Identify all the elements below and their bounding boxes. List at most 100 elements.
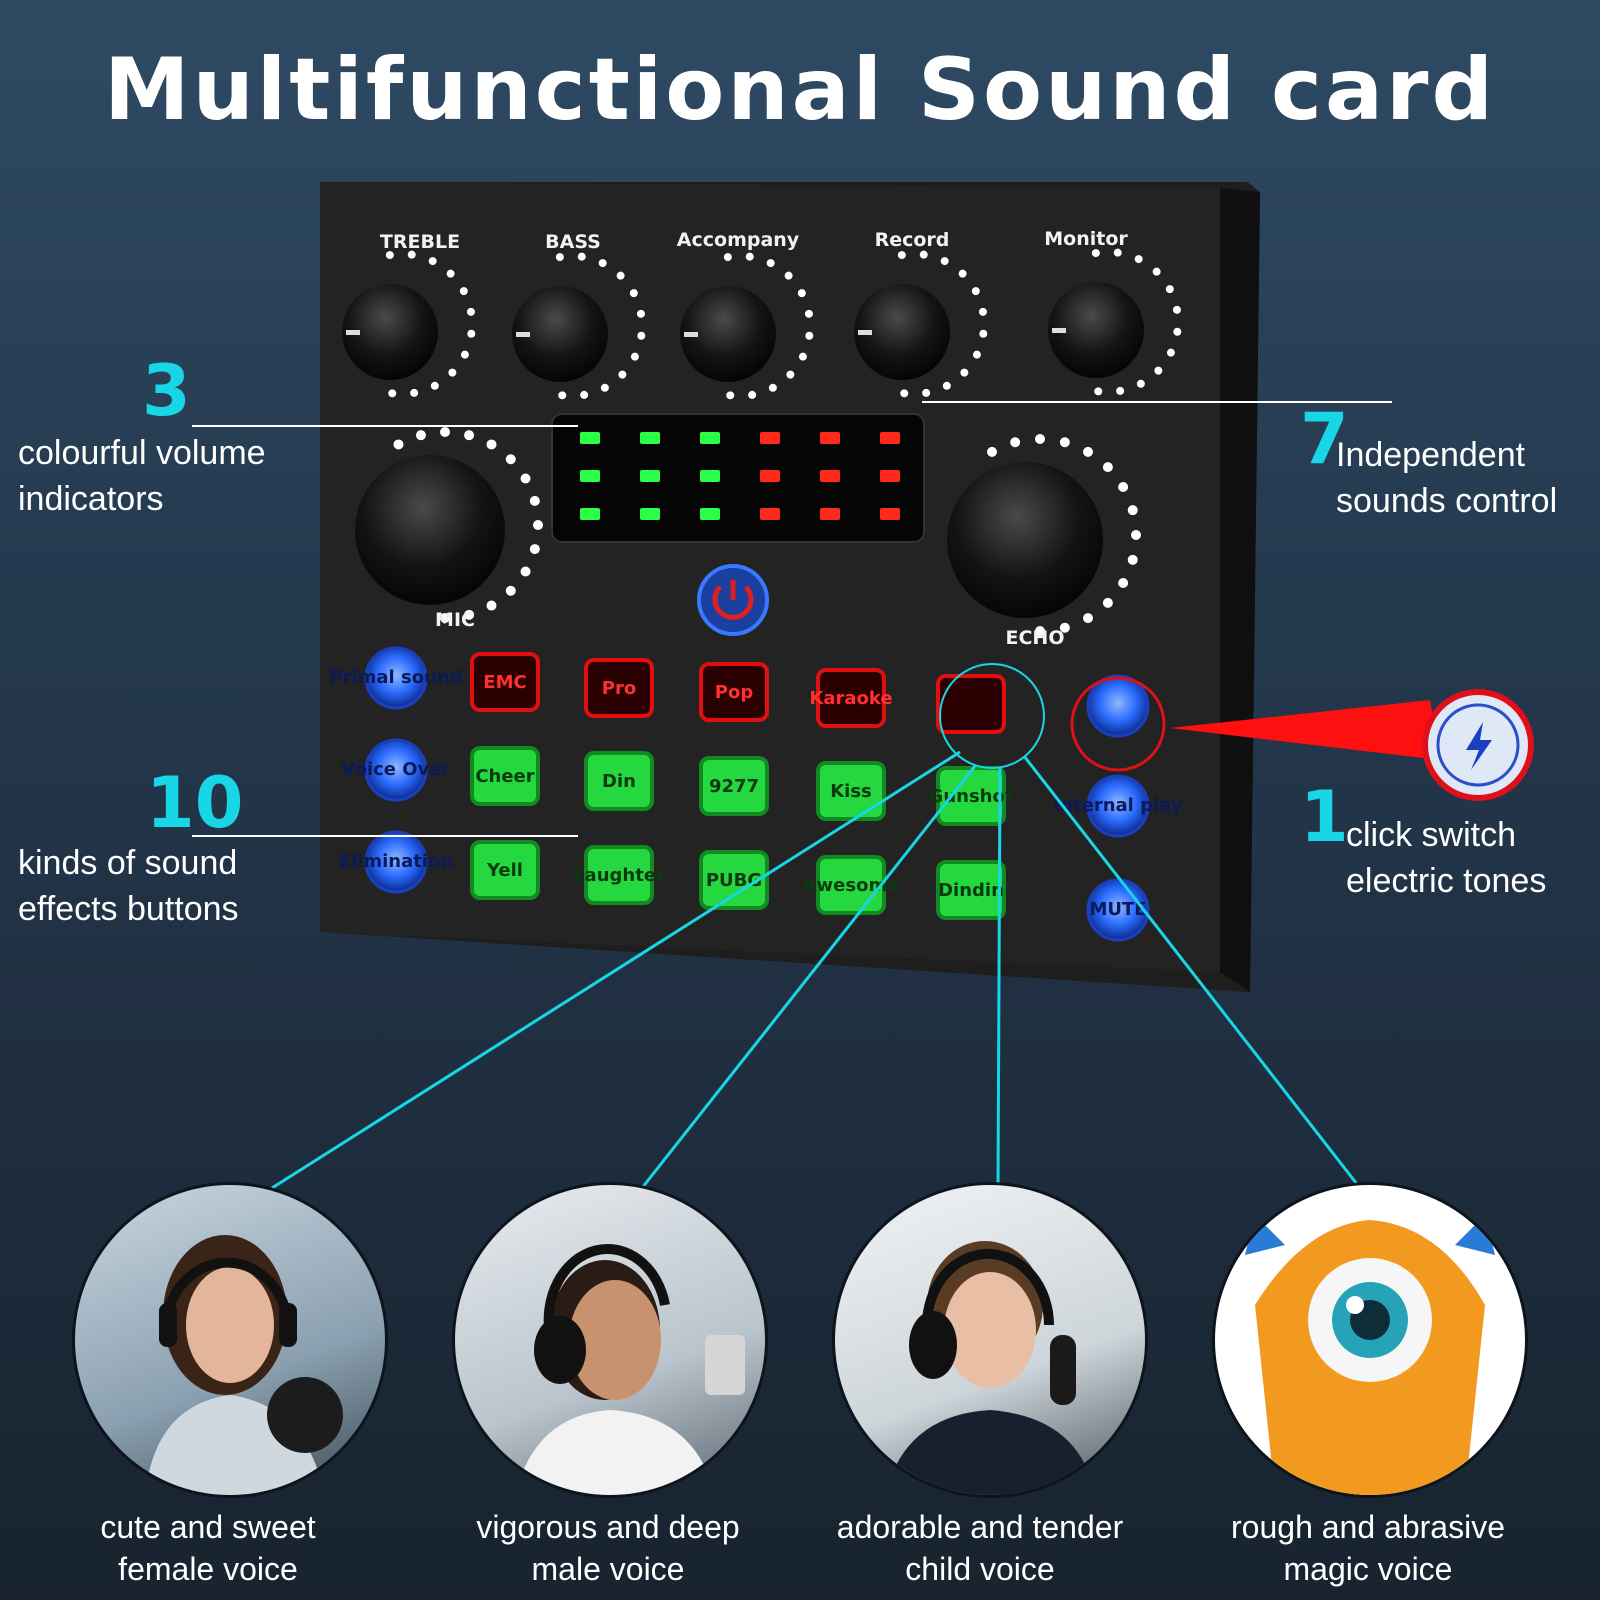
knob-record[interactable] [854, 250, 988, 398]
callout-line: click switch [1346, 816, 1517, 854]
caption-male-voice: vigorous and deep male voice [418, 1506, 798, 1590]
knob-label-bass: BASS [545, 231, 601, 253]
echo-knob[interactable] [947, 434, 1141, 636]
effect-button-laughter[interactable]: Laughter [573, 845, 665, 905]
knob-accompany[interactable] [680, 252, 814, 400]
level-led [880, 470, 900, 482]
svg-text:Yell: Yell [486, 860, 523, 881]
top-knob-labels: TREBLE BASS Accompany Record Monitor [380, 228, 1128, 253]
knob-monitor[interactable] [1048, 248, 1182, 396]
effect-button-9277[interactable]: 9277 [699, 756, 769, 816]
svg-text:Kiss: Kiss [830, 781, 872, 802]
svg-text:9277: 9277 [709, 776, 759, 797]
callout-line: indicators [18, 480, 164, 518]
level-led [700, 432, 720, 444]
mode-button-elimination[interactable]: Elimination [339, 830, 453, 894]
echo-label: ECHO [1006, 627, 1065, 649]
knob-label-accompany: Accompany [677, 229, 800, 251]
effect-button-emc[interactable]: EMC [470, 652, 540, 712]
mic-knob[interactable] [355, 427, 543, 623]
magic-voice-photo [1212, 1182, 1528, 1498]
callout-text-indicators: colourful volume indicators [18, 430, 266, 522]
caption-line: adorable and tender [836, 1509, 1124, 1545]
callout-line: effects buttons [18, 890, 239, 928]
page-title: Multifunctional Sound card [103, 40, 1497, 140]
svg-text:Cheer: Cheer [475, 766, 534, 787]
female-voice-photo [72, 1182, 388, 1498]
level-led [760, 508, 780, 520]
caption-line: female voice [118, 1551, 298, 1587]
knob-bass[interactable] [512, 252, 646, 400]
level-led [760, 470, 780, 482]
level-led [880, 508, 900, 520]
caption-line: male voice [531, 1551, 685, 1587]
level-led [880, 432, 900, 444]
effect-button-pop[interactable]: Pop [699, 662, 769, 722]
mode-button-primal-sound[interactable]: Primal sound [329, 646, 463, 710]
effect-button-karaoke[interactable]: Karaoke [809, 668, 893, 728]
level-led [640, 470, 660, 482]
caption-line: cute and sweet [100, 1509, 316, 1545]
level-led [820, 508, 840, 520]
caption-line: rough and abrasive [1231, 1509, 1505, 1545]
svg-text:Pro: Pro [602, 678, 636, 699]
effect-button-kiss[interactable]: Kiss [816, 761, 886, 821]
mic-label: MIC [435, 609, 475, 631]
svg-text:Gunshot: Gunshot [929, 786, 1014, 807]
magic-voice-button[interactable] [936, 674, 1006, 734]
svg-text:Internal play: Internal play [1054, 795, 1183, 816]
caption-magic-voice: rough and abrasive magic voice [1178, 1506, 1558, 1590]
callout-number-sound-control: 7 [1300, 398, 1349, 480]
svg-text:Karaoke: Karaoke [809, 688, 892, 709]
lightning-icon [1466, 722, 1492, 770]
svg-text:MUTE: MUTE [1089, 899, 1146, 920]
level-led [700, 470, 720, 482]
level-led [580, 470, 600, 482]
mode-button-internal-play[interactable]: Internal play [1054, 774, 1183, 838]
caption-child-voice: adorable and tender child voice [790, 1506, 1170, 1590]
level-led [640, 432, 660, 444]
callout-text-sound-control: Independent sounds control [1336, 432, 1557, 524]
svg-text:Voice Over: Voice Over [342, 759, 451, 780]
child-voice-photo [832, 1182, 1148, 1498]
knob-label-monitor: Monitor [1044, 228, 1128, 250]
effect-button-din[interactable]: Din [584, 751, 654, 811]
callout-line: electric tones [1346, 862, 1547, 900]
caption-female-voice: cute and sweet female voice [18, 1506, 398, 1590]
level-led [640, 508, 660, 520]
callout-number-effects: 10 [146, 762, 244, 844]
callout-line: Independent [1336, 436, 1526, 474]
callout-line: kinds of sound [18, 844, 238, 882]
effect-button-yell[interactable]: Yell [470, 840, 540, 900]
electric-tone-button[interactable] [1086, 674, 1150, 738]
mode-button-voice-over[interactable]: Voice Over [342, 738, 451, 802]
knob-treble[interactable] [342, 250, 476, 398]
male-voice-photo [452, 1182, 768, 1498]
effect-button-gunshot[interactable]: Gunshot [929, 766, 1014, 826]
caption-line: child voice [905, 1551, 1055, 1587]
svg-text:Elimination: Elimination [339, 851, 453, 872]
knob-label-treble: TREBLE [380, 231, 460, 253]
svg-text:Din: Din [602, 771, 636, 792]
svg-text:Primal sound: Primal sound [329, 667, 462, 688]
effect-button-cheer[interactable]: Cheer [470, 746, 540, 806]
svg-text:Laughter: Laughter [573, 865, 665, 886]
callout-text-effects: kinds of sound effects buttons [18, 840, 239, 932]
callout-text-electric: click switch electric tones [1346, 812, 1546, 904]
callout-line: colourful volume [18, 434, 266, 472]
svg-text:EMC: EMC [483, 672, 526, 693]
svg-text:Dindin: Dindin [938, 880, 1004, 901]
caption-line: vigorous and deep [476, 1509, 740, 1545]
svg-text:Pop: Pop [715, 682, 754, 703]
callout-number-indicators: 3 [142, 350, 191, 432]
level-led [700, 508, 720, 520]
callout-number-electric: 1 [1300, 776, 1349, 858]
level-led [820, 432, 840, 444]
level-led [820, 470, 840, 482]
effect-button-dindin[interactable]: Dindin [936, 860, 1006, 920]
level-led [760, 432, 780, 444]
effect-button-pro[interactable]: Pro [584, 658, 654, 718]
caption-line: magic voice [1283, 1551, 1453, 1587]
level-led [580, 508, 600, 520]
callout-line: sounds control [1336, 482, 1558, 520]
